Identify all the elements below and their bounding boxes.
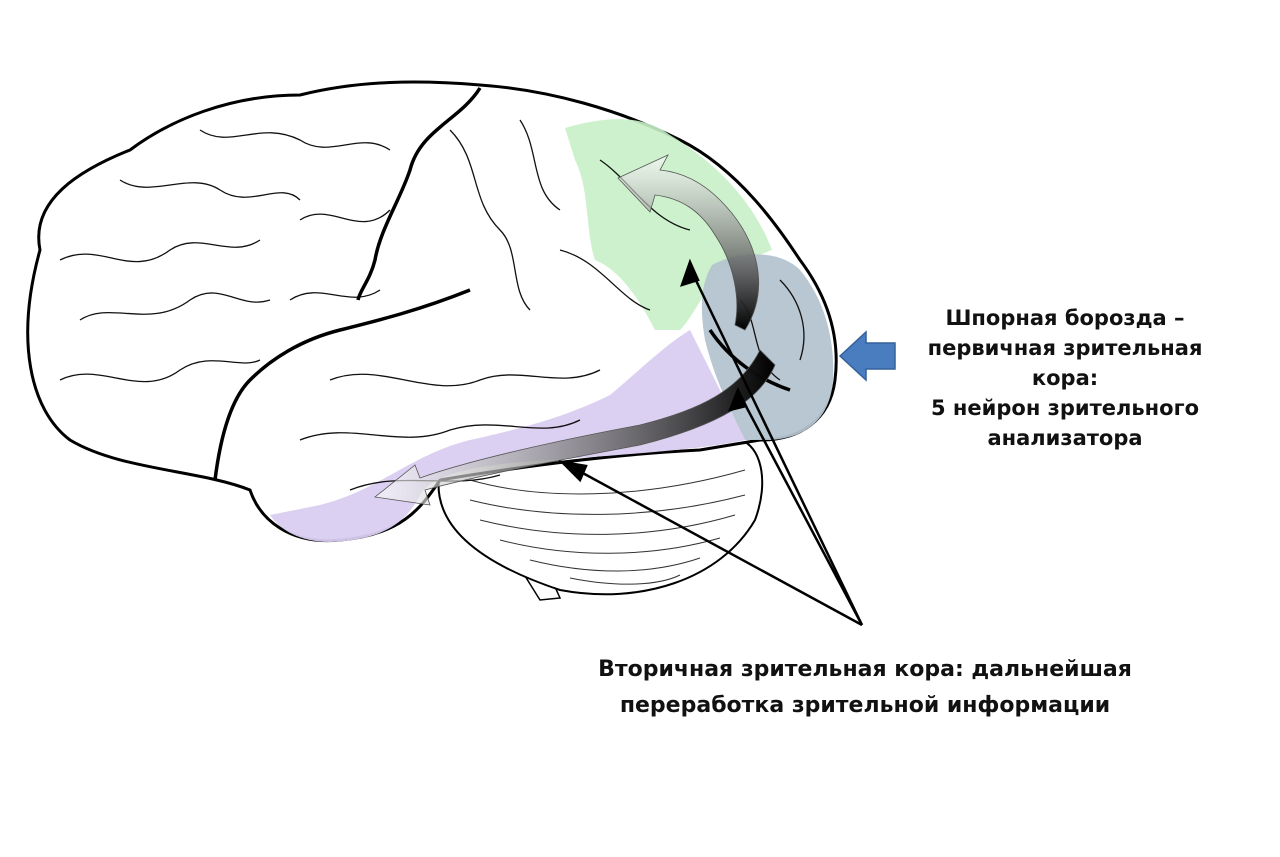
cerebellum bbox=[437, 438, 764, 596]
primary-visual-cortex-label: Шпорная борозда – первичная зрительная к… bbox=[880, 303, 1250, 453]
calcarine-sulcus bbox=[708, 329, 791, 392]
ventral-stream-arrow bbox=[374, 349, 776, 506]
label-line: переработка зрительной информации bbox=[619, 693, 1111, 718]
dorsal-stream-arrow bbox=[617, 154, 759, 331]
major-sulci bbox=[213, 87, 791, 481]
label-line: Вторичная зрительная кора: дальнейшая bbox=[598, 657, 1132, 682]
label-line: 5 нейрон зрительного bbox=[930, 396, 1200, 420]
label-line: анализатора bbox=[987, 426, 1143, 450]
blue-pointer-arrow-icon bbox=[838, 330, 896, 382]
pointer-lines bbox=[558, 258, 864, 627]
secondary-visual-cortex-parietal bbox=[565, 119, 772, 330]
label-line: первичная зрительная bbox=[927, 336, 1203, 360]
label-line: кора: bbox=[1031, 366, 1099, 390]
cerebellum-folia bbox=[469, 469, 746, 585]
lateral-sulcus bbox=[213, 288, 471, 481]
secondary-visual-cortex-label: Вторичная зрительная кора: дальнейшая пе… bbox=[540, 652, 1190, 724]
central-sulcus bbox=[356, 87, 482, 301]
label-line: Шпорная борозда – bbox=[945, 306, 1185, 330]
